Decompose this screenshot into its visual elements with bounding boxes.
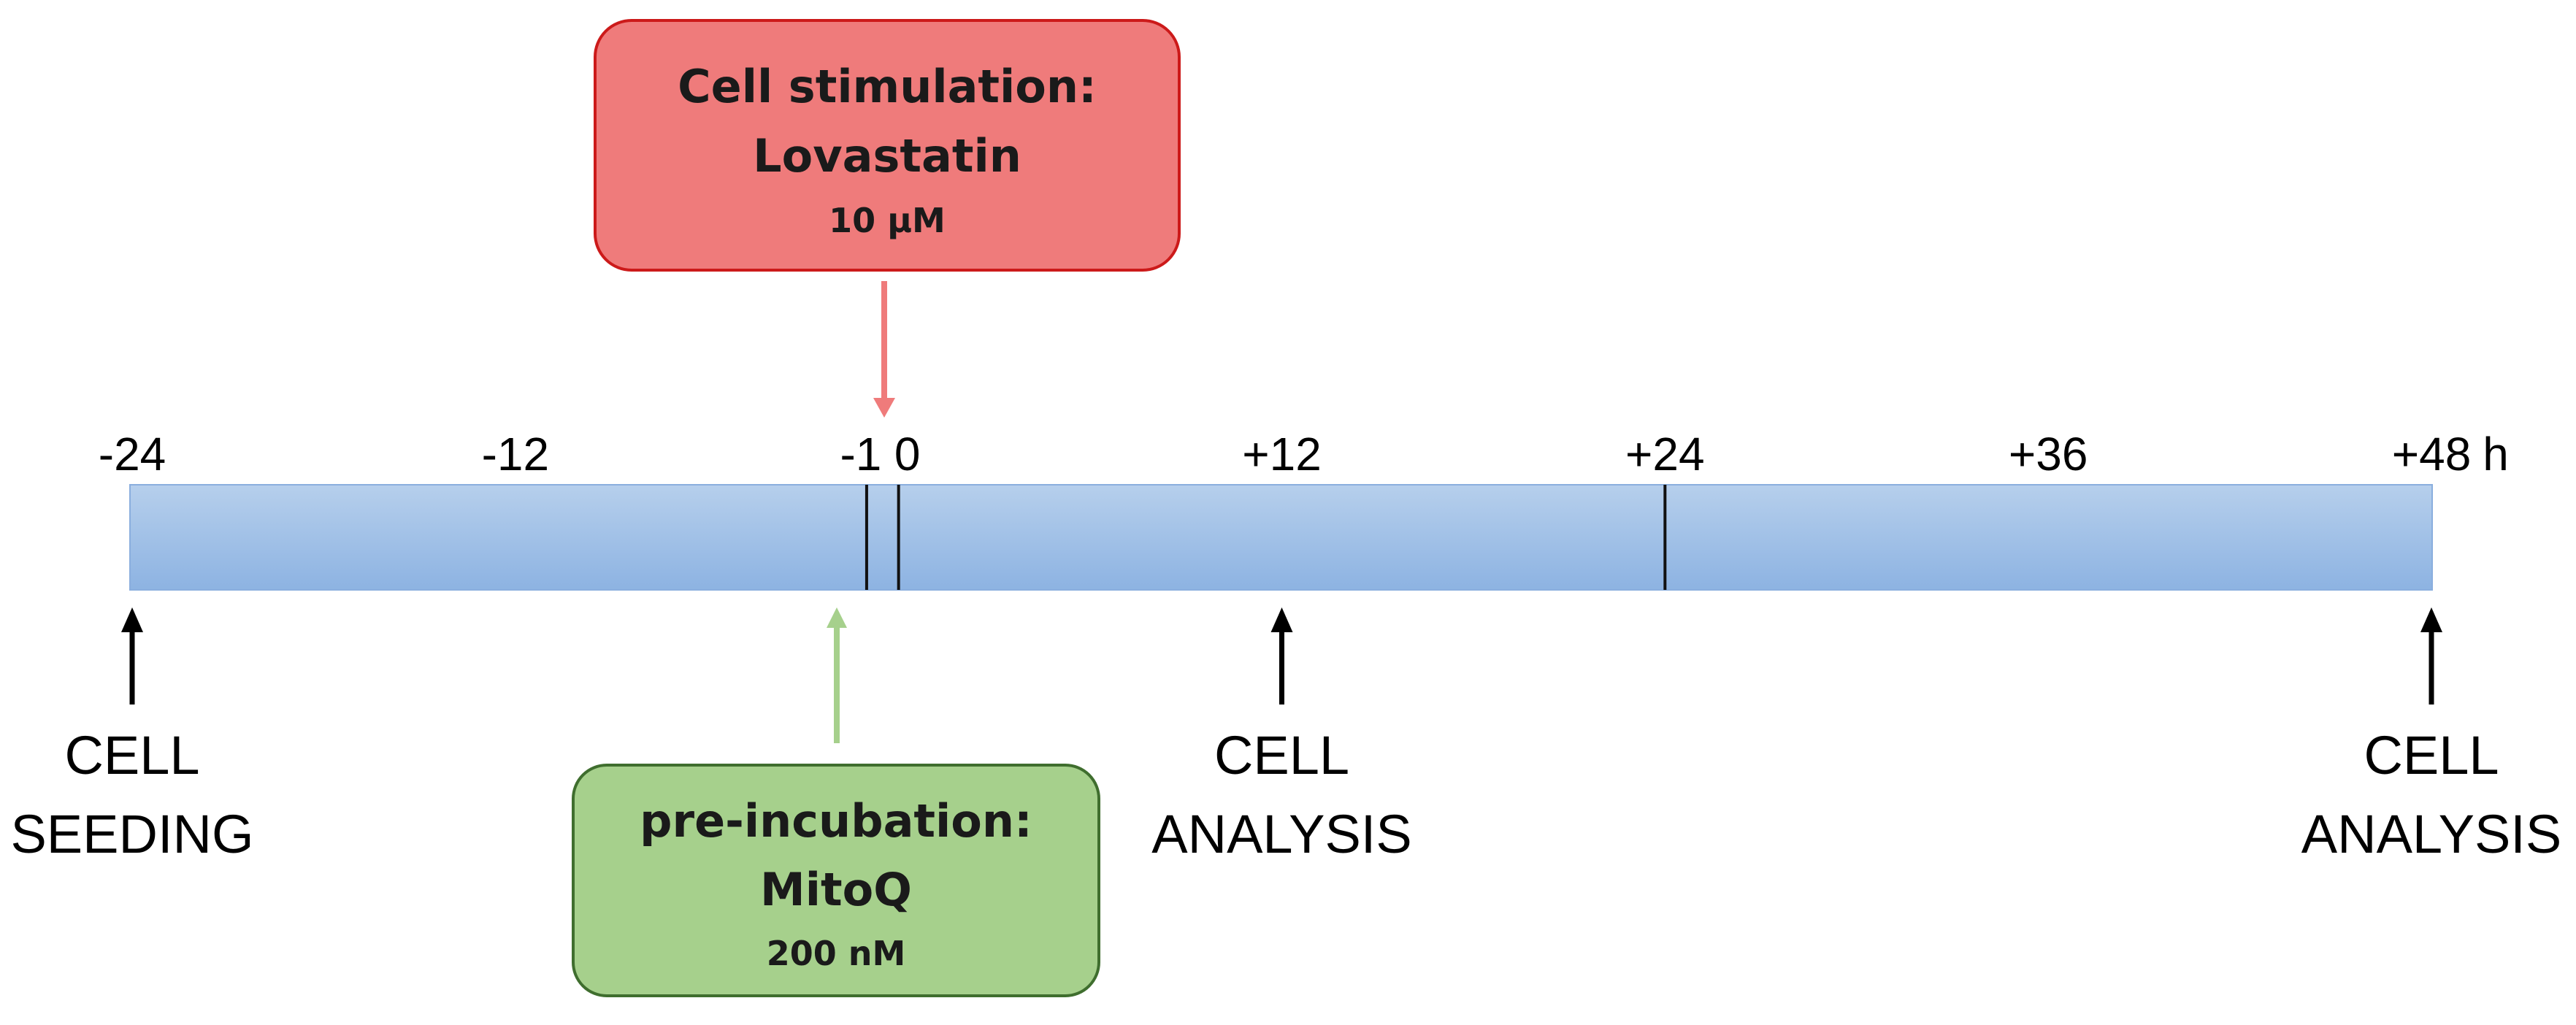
event-1: CELL ANALYSIS xyxy=(1151,607,1412,864)
event-2: CELL ANALYSIS xyxy=(2301,607,2561,864)
preincubation-drug: MitoQ xyxy=(760,863,912,916)
tick-label: -24 xyxy=(99,428,166,480)
stimulation-box: Cell stimulation: Lovastatin 10 µM xyxy=(594,19,1181,272)
tick-label: +24 xyxy=(1625,428,1705,480)
tick-label: +12 xyxy=(1242,428,1322,480)
marker-lines xyxy=(865,485,1667,590)
event-label-line2: SEEDING xyxy=(10,804,253,864)
stimulation-dose: 10 µM xyxy=(829,201,946,240)
event-label-line1: CELL xyxy=(2364,725,2499,786)
tick-label: -12 xyxy=(482,428,550,480)
event-label-line2: ANALYSIS xyxy=(2301,804,2561,864)
preincubation-dose: 200 nM xyxy=(767,934,906,973)
preincubation-box: pre-incubation: MitoQ 200 nM xyxy=(572,764,1100,997)
event-arrow-head xyxy=(121,607,143,632)
preincubation-title: pre-incubation: xyxy=(640,794,1032,848)
event-label-line1: CELL xyxy=(1214,725,1349,786)
stimulation-arrow xyxy=(873,281,895,418)
event-0: CELL SEEDING xyxy=(10,607,254,864)
event-arrow-head xyxy=(1270,607,1293,632)
preincubation-arrow xyxy=(827,607,847,743)
preincubation-box-frame xyxy=(572,764,1100,997)
event-label-line2: ANALYSIS xyxy=(1151,804,1411,864)
event-arrow-head xyxy=(2420,607,2442,632)
stimulation-box-frame xyxy=(594,19,1181,272)
tick-label: +36 xyxy=(2009,428,2088,480)
event-label-line1: CELL xyxy=(64,725,199,786)
timeline-bar xyxy=(129,484,2433,591)
tick-label: -1 xyxy=(840,428,881,480)
tick-label: 0 xyxy=(894,428,921,480)
stimulation-drug: Lovastatin xyxy=(753,129,1021,183)
events: CELL SEEDING CELL ANALYSIS CELL ANALYSIS xyxy=(10,607,2561,864)
stimulation-title: Cell stimulation: xyxy=(678,60,1097,113)
tick-label: +48 xyxy=(2392,428,2472,480)
unit-label: h xyxy=(2483,428,2509,480)
